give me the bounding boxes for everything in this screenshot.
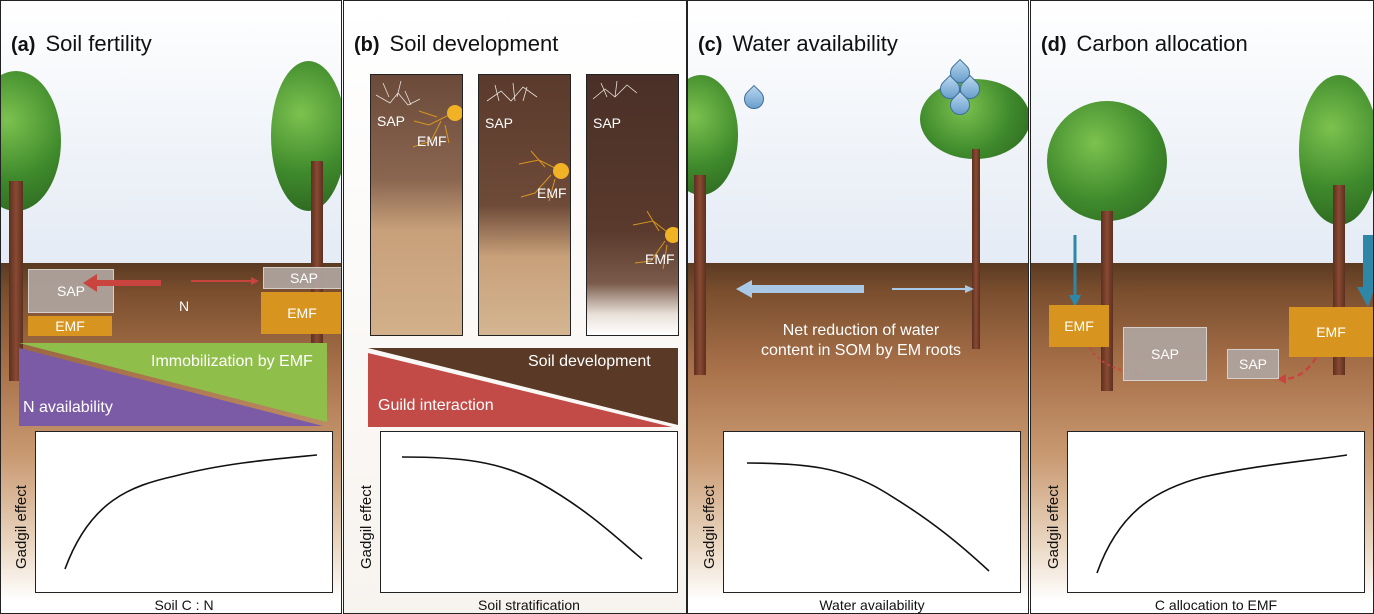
emf-label: EMF [537,185,567,201]
curve-a [64,454,318,570]
sap-label: SAP [289,270,318,286]
chart-b [380,431,678,593]
panel-title: (a) Soil fertility [11,31,152,57]
sap-box-left: SAP [1123,327,1207,381]
x-axis-label: Soil stratification [478,597,580,613]
emf-label: EMF [645,251,675,267]
sap-hyphae [592,80,638,100]
nutrient-label: N [179,298,190,314]
emf-mycelium-knot [447,105,462,121]
panel-soil-development: (b) Soil development SAP EMF [343,0,687,614]
emf-hyphae [632,210,672,270]
wedge-label-immobilization: Immobilization by EMF [151,353,313,370]
emf-label: EMF [417,133,447,149]
sap-box-right: SAP [1227,349,1279,379]
emf-hyphae [518,150,560,202]
emf-mycelium-knot [553,163,569,179]
wedge-diagram [19,343,327,426]
sap-hyphae [486,82,538,102]
emf-label: EMF [55,318,85,334]
sap-label: SAP [593,115,622,131]
y-axis-label: Gadgil effect [1045,485,1062,569]
wedge-label-soil-development: Soil development [528,353,651,370]
panel-title-text: Water availability [732,31,898,56]
water-flow-arrow-large [736,280,864,298]
wedge-soil-development [368,348,678,425]
emf-label: EMF [1316,324,1346,340]
sap-hyphae [375,80,421,106]
panel-title: (c) Water availability [698,31,898,57]
panel-carbon-allocation: (d) Carbon allocation EMF SAP SAP EMF Gad… [1030,0,1374,614]
panel-title-text: Soil development [389,31,559,56]
sap-label: SAP [485,115,514,131]
y-axis-label: Gadgil effect [13,485,30,569]
y-axis-label: Gadgil effect [701,485,718,569]
wedge-immobilization [19,343,327,422]
sap-label: SAP [1150,346,1179,362]
emf-label: EMF [287,305,317,321]
emf-hyphae [412,110,450,148]
emf-mycelium-knot [665,227,678,243]
y-axis-label: Gadgil effect [358,485,375,569]
wedge-label-n-availability: N availability [23,399,113,416]
curve-d [1096,454,1348,574]
panel-title: (b) Soil development [354,31,558,57]
wedge-diagram [368,348,678,427]
sap-label: SAP [377,113,406,129]
chart-a [35,431,333,593]
x-axis-label: Water availability [819,597,925,613]
sap-box-right: SAP [263,267,341,289]
emf-box-right: EMF [1289,307,1373,357]
x-axis-label: Soil C : N [154,597,214,613]
emf-box-right: EMF [261,292,341,334]
panel-title-text: Carbon allocation [1076,31,1248,56]
wedge-n-availability [19,348,323,426]
emf-box-left: EMF [1049,305,1109,347]
soil-core-2: SAP EMF [478,74,571,336]
water-arrows [736,280,974,298]
water-note: Net reduction of water content in SOM by… [760,322,962,359]
sap-label: SAP [56,283,85,299]
emf-label: EMF [1064,318,1094,334]
curve-c [746,462,990,572]
panel-letter: (d) [1041,34,1067,56]
sap-box-left: SAP [28,269,114,313]
soil-core-1: SAP EMF [370,74,463,336]
panel-soil-fertility: (a) Soil fertility SAP EMF SAP EMF N Immo… [0,0,342,614]
wedge-label-guild-interaction: Guild interaction [378,397,494,414]
sap-label: SAP [1238,356,1267,372]
emf-box-left: EMF [28,316,112,336]
chart-c [723,431,1021,593]
curve-b [401,456,643,560]
panel-letter: (a) [11,34,36,56]
panel-water-availability: (c) Water availability Net reduction of w… [687,0,1029,614]
chart-d [1067,431,1365,593]
panel-title-text: Soil fertility [45,31,152,56]
soil-core-3: SAP EMF [586,74,679,336]
n-flow-arrow-large [83,274,161,292]
n-arrows [83,274,259,292]
x-axis-label: C allocation to EMF [1154,597,1278,613]
carbon-arrow-right [1363,235,1373,289]
panel-letter: (b) [354,34,380,56]
wedge-guild-interaction [368,353,672,427]
panel-letter: (c) [698,34,723,56]
panel-title: (d) Carbon allocation [1041,31,1248,57]
